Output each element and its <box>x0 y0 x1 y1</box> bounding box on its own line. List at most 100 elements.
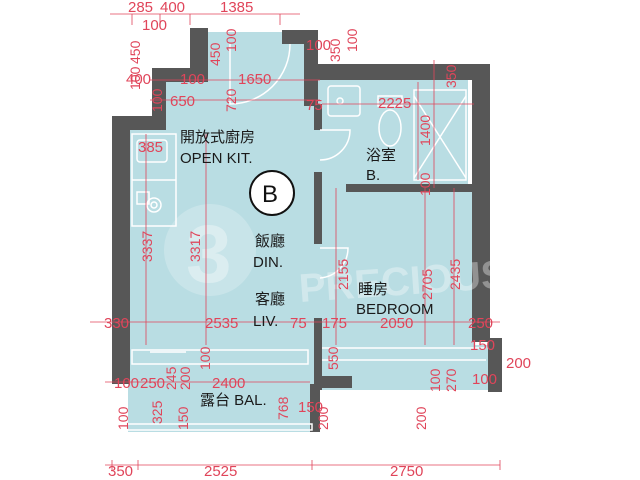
dim-330: 330 <box>104 315 129 332</box>
balcony-floor <box>128 345 314 432</box>
dim-150a: 150 <box>470 337 495 354</box>
fixtures <box>125 85 486 431</box>
shower-door-line-2 <box>413 95 467 179</box>
toilet-tank <box>377 95 403 107</box>
dim-400: 400 <box>160 0 185 16</box>
watermark-logo-glyph: 3 <box>186 209 232 300</box>
dim-100i: 100 <box>114 375 139 392</box>
dim-100e: 100 <box>344 28 360 52</box>
dim-550: 550 <box>325 346 341 370</box>
wall-bed-bottom <box>318 376 352 388</box>
dim-150b: 150 <box>175 406 191 430</box>
dim-100m: 100 <box>115 406 131 430</box>
room-kitchen-cn: 開放式廚房 <box>180 128 255 146</box>
wall-left-upper <box>152 68 166 130</box>
dim-75a: 75 <box>306 97 323 114</box>
dim-175: 175 <box>322 315 347 332</box>
dim-450: 450 <box>127 40 143 64</box>
wall-bed-left-bot <box>314 318 322 390</box>
dim-150c: 150 <box>298 399 323 416</box>
wall-bed-bottom-right <box>488 338 502 392</box>
dim-350b: 350 <box>443 64 459 88</box>
dim-75b: 75 <box>290 315 307 332</box>
dim-200b: 200 <box>177 366 193 390</box>
dim-200a: 200 <box>506 355 531 372</box>
floor-areas <box>128 32 490 432</box>
dim-3317: 3317 <box>187 231 203 262</box>
wall-bath-left <box>314 104 322 130</box>
room-dining-cn: 飯廳 <box>255 232 285 250</box>
dim-2050: 2050 <box>380 315 413 332</box>
dim-100j: 100 <box>197 346 213 370</box>
dim-100h: 100 <box>417 172 433 196</box>
wall-left <box>112 116 130 378</box>
entrance-door-swing <box>229 43 291 105</box>
dim-100a: 100 <box>142 17 167 34</box>
dim-100g: 100 <box>149 88 165 112</box>
dim-100k: 100 <box>472 371 497 388</box>
room-bedroom-cn: 睡房 <box>358 281 388 298</box>
balcony-rail <box>125 423 313 431</box>
dim-1385: 1385 <box>220 0 253 16</box>
dim-200d: 200 <box>413 406 429 430</box>
dim-100f: 100 <box>180 71 205 88</box>
wall-top-left-upper <box>190 28 208 72</box>
toilet-bowl <box>378 109 402 147</box>
dim-bottom-2750: 2750 <box>390 463 423 480</box>
dim-450b: 450 <box>207 42 223 66</box>
bathroom-door-swing <box>319 129 351 161</box>
balcony-door-frame <box>131 349 309 365</box>
kitchen-sink <box>136 139 168 163</box>
wall-bath-bottom <box>346 184 474 192</box>
dimension-labels: 285 400 1385 100 450 100 450 100 100 350… <box>104 0 531 480</box>
shower-tray <box>413 89 467 181</box>
room-bathroom-en: B. <box>366 167 380 184</box>
dim-2705: 2705 <box>419 269 435 300</box>
dim-100b: 100 <box>127 66 143 90</box>
wall-bed-left-top <box>314 188 322 244</box>
living-dining-kitchen-floor <box>128 32 318 345</box>
unit-marker: B <box>249 170 295 216</box>
dim-200c: 200 <box>315 406 331 430</box>
wall-bal-left <box>112 372 130 384</box>
hob-burner-inner <box>150 201 158 209</box>
room-bathroom-cn: 浴室 <box>366 147 396 164</box>
dim-bottom-2525: 2525 <box>204 463 237 480</box>
room-living-en: LIV. <box>253 313 278 330</box>
wall-right <box>472 64 490 342</box>
dim-2225: 2225 <box>378 95 411 112</box>
dim-350a: 350 <box>327 38 343 62</box>
dim-2435: 2435 <box>447 259 463 290</box>
watermark: 3 PRECIOUS <box>164 204 509 311</box>
dim-3337: 3337 <box>139 231 155 262</box>
dim-100c: 100 <box>223 28 239 52</box>
dim-2155: 2155 <box>335 259 351 290</box>
dim-1400: 1400 <box>417 115 433 146</box>
walls <box>112 28 502 432</box>
dimension-lines <box>90 13 501 470</box>
dim-768: 768 <box>275 396 291 420</box>
wall-bath-top <box>304 64 490 80</box>
dim-285: 285 <box>128 0 153 16</box>
room-kitchen-en: OPEN KIT. <box>180 150 253 167</box>
dim-bottom-350: 350 <box>108 463 133 480</box>
dim-100d: 100 <box>306 37 331 54</box>
hob-small <box>136 191 150 205</box>
room-living-cn: 客廳 <box>255 290 285 308</box>
wall-bal-right <box>310 384 320 432</box>
dim-100l: 100 <box>427 368 443 392</box>
dim-250b: 250 <box>140 375 165 392</box>
hob-burner <box>146 197 162 213</box>
bedroom-door-swing <box>319 247 349 279</box>
dim-325: 325 <box>149 400 165 424</box>
unit-marker-circle <box>249 170 295 216</box>
dim-2535: 2535 <box>205 315 238 332</box>
dim-1650: 1650 <box>238 71 271 88</box>
room-labels: 開放式廚房 OPEN KIT. 浴室 B. 飯廳 DIN. 客廳 LIV. 睡房… <box>180 128 434 409</box>
dim-250a: 250 <box>468 315 493 332</box>
dim-245: 245 <box>163 366 179 390</box>
bedroom-floor <box>318 188 474 345</box>
room-dining-en: DIN. <box>253 254 283 271</box>
dim-400b: 400 <box>126 71 151 88</box>
